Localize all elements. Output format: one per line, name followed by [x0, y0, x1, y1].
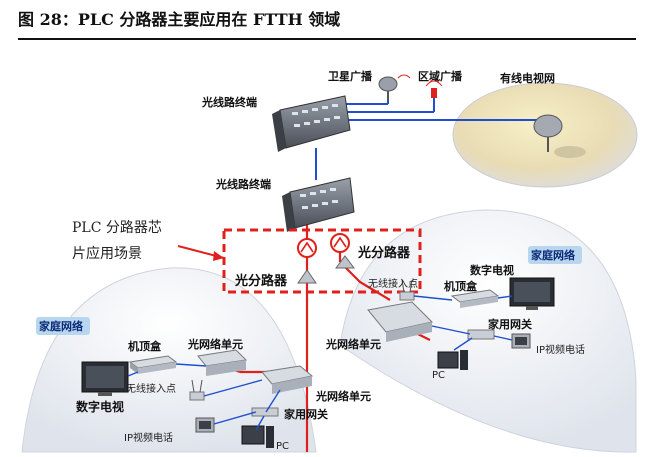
satellite-broadcast-label: 卫星广播 [328, 69, 373, 83]
right-stb-icon [450, 289, 500, 308]
title-rule [18, 38, 636, 40]
left-pc-label: PC [276, 441, 289, 452]
home-network-badge-left [36, 317, 90, 335]
olt-rack-middle [282, 177, 355, 232]
home-network-badge-right [528, 246, 582, 264]
splitter-right-label: 光分路器 [357, 245, 411, 261]
right-stb-label: 机顶盒 [444, 279, 478, 293]
right-wifi-label: 无线接入点 [368, 277, 418, 290]
left-device-links [127, 363, 281, 431]
left-tv-label: 数字电视 [76, 399, 124, 414]
right-gateway-icon [467, 329, 495, 340]
splitter-icon [330, 233, 355, 269]
left-wifi-icon [189, 379, 205, 401]
splitter-icon [297, 238, 317, 284]
plc-scene-caption-line2: 片应用场景 [72, 245, 142, 262]
plc-scene-caption-line1: PLC 分路器芯 [72, 220, 162, 236]
left-onu2-label: 光网络单元 [315, 389, 371, 403]
figure-title: 图 28：PLC 分路器主要应用在 FTTH 领域 [18, 10, 341, 29]
left-ip-phone-label: IP视频电话 [124, 431, 173, 444]
left-wifi-label: 无线接入点 [126, 382, 176, 395]
broadcast-antenna-icon [425, 79, 443, 98]
right-tv-label: 数字电视 [470, 263, 514, 277]
cable-tv-dish-icon [533, 114, 586, 158]
right-gateway-label: 家用网关 [488, 317, 532, 331]
olt-rack-top [272, 95, 351, 152]
cable-tv-network-label: 有线电视网 [500, 71, 555, 85]
left-onu2-icon [261, 365, 314, 394]
regional-broadcast-label: 区域广播 [418, 69, 463, 83]
left-stb-icon [128, 355, 178, 374]
right-device-links [413, 295, 513, 351]
left-stb-label: 机顶盒 [128, 339, 162, 353]
left-gateway-icon [251, 407, 279, 417]
left-pc-icon [241, 425, 274, 448]
left-tv-icon [81, 361, 129, 396]
plc-scene-box [222, 228, 422, 294]
olt-middle-label: 光线路终端 [215, 177, 271, 191]
right-pc-icon [437, 350, 468, 370]
olt-top-label: 光线路终端 [201, 95, 257, 109]
left-onu-icon [197, 349, 248, 376]
right-ip-phone-label: IP视频电话 [536, 343, 585, 356]
right-pc-label: PC [432, 370, 445, 381]
splitter-left-label: 光分路器 [234, 273, 288, 289]
right-onu-icon [367, 301, 434, 342]
left-phone-icon [195, 417, 215, 433]
left-onu-label: 光网络单元 [187, 337, 243, 351]
left-gateway-label: 家用网关 [284, 407, 328, 421]
home-network-left-label: 家庭网络 [39, 319, 83, 333]
right-phone-icon [511, 333, 531, 349]
right-tv-icon [509, 277, 555, 310]
satellite-dish-icon [378, 74, 411, 100]
home-network-right-label: 家庭网络 [531, 248, 575, 262]
right-onu-label: 光网络单元 [325, 337, 381, 351]
